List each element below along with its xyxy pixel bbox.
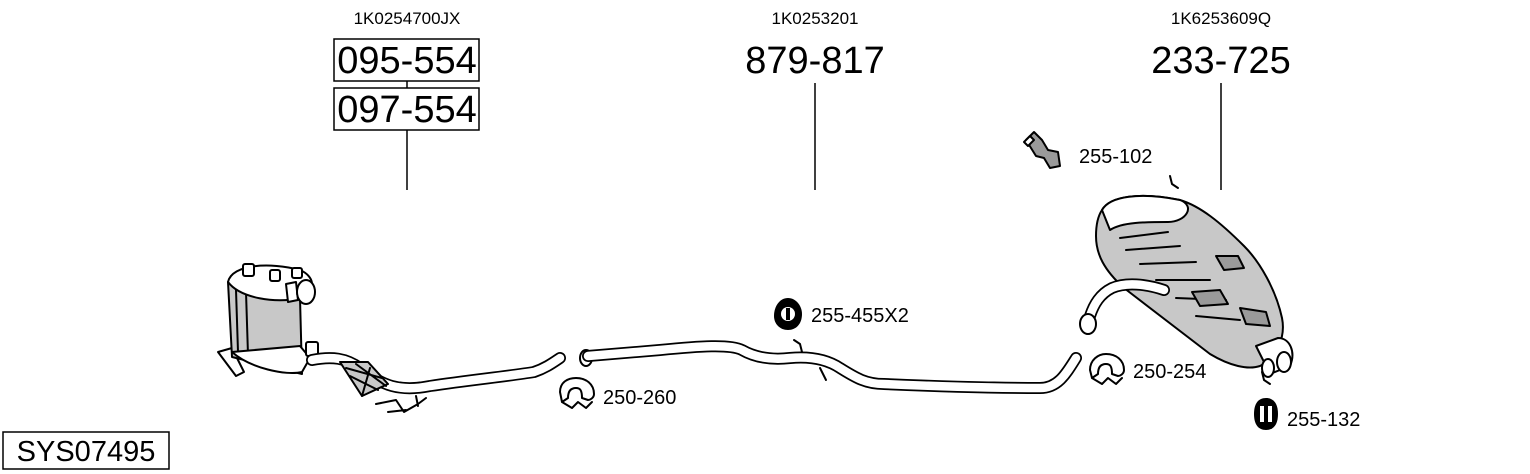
rubber-mount-middle[interactable]: 255-455X2 xyxy=(774,298,909,330)
rubber-mount-middle-label: 255-455X2 xyxy=(811,305,909,327)
silencer-inlet-pipe xyxy=(1085,280,1169,321)
clamp-rear-icon xyxy=(1089,353,1125,379)
part-number-dpf-alternate: 097-554 xyxy=(337,89,476,131)
oem-number-rear: 1K6253609Q xyxy=(1171,9,1271,28)
middle-pipe-body xyxy=(583,342,1081,393)
system-code-box: SYS07495 xyxy=(2,431,170,470)
rubber-mount-rear-label: 255-132 xyxy=(1287,409,1360,431)
part-number-middle-pipe[interactable]: 879-817 xyxy=(745,40,884,82)
silencer-inlet-flange xyxy=(1079,313,1097,335)
dpf-outlet-cone xyxy=(231,345,311,374)
clamp-front[interactable]: 250-260 xyxy=(559,377,676,409)
dpf-sensor-boss xyxy=(291,267,303,279)
dpf-inlet-flange xyxy=(296,279,316,305)
oem-number-middle: 1K0253201 xyxy=(772,9,859,28)
bracket[interactable]: 255-102 xyxy=(1023,131,1152,169)
clamp-rear[interactable]: 250-254 xyxy=(1089,353,1206,385)
clamp-front-icon xyxy=(559,377,595,403)
dpf-assembly[interactable] xyxy=(217,263,566,413)
part-number-rear-silencer[interactable]: 233-725 xyxy=(1151,40,1290,82)
rear-silencer[interactable] xyxy=(1079,175,1294,385)
dpf-mount-tab xyxy=(217,347,245,377)
part-box-dpf-alternate[interactable]: 097-554 xyxy=(333,87,480,131)
system-code: SYS07495 xyxy=(17,436,156,468)
silencer-hanger-top xyxy=(1169,175,1179,189)
middle-pipe[interactable] xyxy=(579,339,1082,394)
rubber-mount-rear-icon xyxy=(1254,398,1278,430)
oem-number-dpf: 1K0254700JX xyxy=(354,9,461,28)
rubber-mount-rear[interactable]: 255-132 xyxy=(1254,398,1360,431)
dpf-outlet-stub xyxy=(285,281,299,303)
part-box-dpf-primary[interactable]: 095-554 xyxy=(333,38,480,82)
bracket-icon xyxy=(1025,131,1061,169)
clamp-front-label: 250-260 xyxy=(603,387,676,409)
bracket-label: 255-102 xyxy=(1079,146,1152,168)
dpf-sensor-boss xyxy=(242,263,255,277)
middle-pipe-hangers xyxy=(793,339,827,381)
part-number-dpf-primary: 095-554 xyxy=(337,40,476,82)
silencer-hanger-rear xyxy=(1261,371,1271,385)
dpf-sensor-boss xyxy=(269,269,281,282)
clamp-rear-label: 250-254 xyxy=(1133,361,1206,383)
